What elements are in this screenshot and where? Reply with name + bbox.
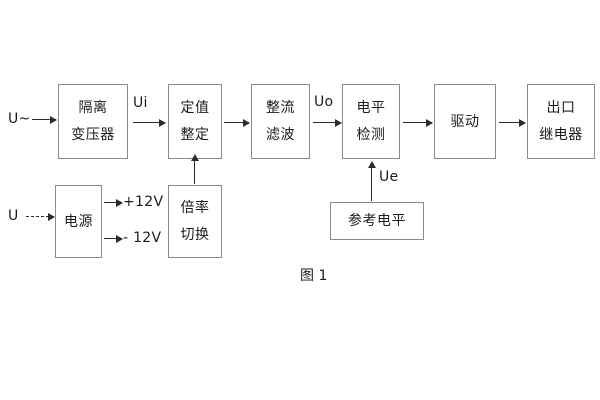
block-drive-line-1: 驱动: [450, 113, 480, 130]
block-rectify-filter-line-2: 滤波: [266, 127, 295, 143]
input-dc-label: U: [8, 208, 19, 224]
arrow-input-ac-to-isolation-transformer: [32, 116, 57, 124]
block-reference-level: 参考电平: [330, 202, 424, 240]
block-output-relay: 出口 继电器: [527, 84, 595, 159]
arrow-isolation-transformer-to-setting-value: [133, 119, 166, 127]
block-level-detection-line-2: 检测: [356, 127, 386, 143]
arrow-setting-value-to-rectify-filter: [224, 119, 250, 127]
block-multiplier-switch-line-1: 倍率: [180, 200, 210, 216]
arrow-rectify-filter-to-level-detection: [313, 119, 342, 127]
signal-ue-label: Ue: [379, 169, 399, 185]
block-level-detection: 电平 检测: [342, 84, 400, 159]
block-isolation-transformer-line-1: 隔离: [78, 100, 108, 116]
arrow-multiplier-switch-to-setting-value: [191, 154, 199, 184]
figure-caption: 图 1: [300, 268, 328, 284]
arrow-power-supply-positive-rail: [104, 199, 123, 207]
signal-uo-label: Uo: [314, 94, 334, 110]
block-output-relay-line-1: 出口: [546, 100, 576, 116]
block-multiplier-switch-line-2: 切换: [180, 227, 210, 243]
block-rectify-filter: 整流 滤波: [251, 84, 310, 159]
block-setting-value-line-2: 整定: [180, 127, 210, 143]
rail-positive-label: +12V: [123, 194, 164, 210]
arrow-reference-level-to-level-detection: [368, 161, 376, 201]
block-isolation-transformer: 隔离 变压器: [58, 84, 128, 159]
block-output-relay-line-2: 继电器: [539, 127, 583, 143]
rail-negative-label: - 12V: [123, 230, 162, 246]
block-level-detection-line-1: 电平: [356, 100, 386, 116]
block-reference-level-line-1: 参考电平: [348, 213, 406, 229]
block-rectify-filter-line-1: 整流: [266, 100, 295, 116]
input-ac-label: U~: [8, 111, 31, 127]
block-multiplier-switch: 倍率 切换: [168, 185, 222, 258]
arrow-drive-to-output-relay: [499, 119, 526, 127]
block-power-supply-line-1: 电源: [64, 213, 93, 230]
block-drive: 驱动: [434, 84, 496, 159]
arrow-input-dc-to-power-supply: [26, 213, 55, 221]
block-setting-value-line-1: 定值: [180, 100, 210, 116]
block-setting-value: 定值 整定: [168, 84, 222, 159]
block-power-supply: 电源: [55, 185, 102, 258]
arrow-power-supply-negative-rail: [104, 235, 123, 243]
block-isolation-transformer-line-2: 变压器: [71, 127, 115, 143]
signal-ui-label: Ui: [133, 95, 148, 111]
arrow-level-detection-to-drive: [403, 119, 433, 127]
